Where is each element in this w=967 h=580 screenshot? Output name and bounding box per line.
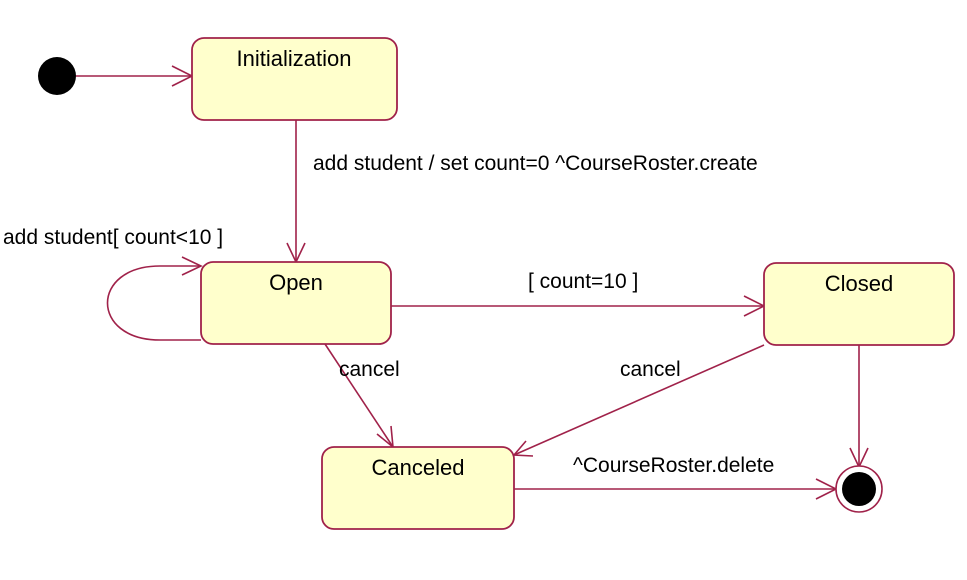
state-closed[interactable]: Closed (763, 262, 955, 346)
edge-open-self-loop (106, 256, 203, 341)
state-open[interactable]: Open (200, 261, 392, 345)
state-initialization-label: Initialization (237, 46, 352, 71)
edge-initial-to-initialization (76, 65, 194, 87)
label-open-to-canceled: cancel (339, 358, 400, 381)
initial-state-node (38, 57, 76, 95)
edge-initialization-to-open (286, 120, 306, 264)
state-canceled[interactable]: Canceled (321, 446, 515, 530)
label-open-to-closed: [ count=10 ] (528, 270, 638, 293)
edge-open-to-closed (391, 295, 766, 317)
final-state-node (835, 465, 883, 513)
label-init-to-open: add student / set count=0 ^CourseRoster.… (313, 152, 758, 175)
label-closed-to-canceled: cancel (620, 358, 681, 381)
state-initialization[interactable]: Initialization (191, 37, 398, 121)
edge-closed-to-final (849, 345, 869, 469)
label-open-self: add student[ count<10 ] (3, 226, 223, 249)
edge-canceled-to-final (514, 478, 838, 500)
label-canceled-to-final: ^CourseRoster.delete (573, 454, 774, 477)
state-open-label: Open (269, 270, 323, 295)
state-canceled-label: Canceled (372, 455, 465, 480)
state-closed-label: Closed (825, 271, 893, 296)
